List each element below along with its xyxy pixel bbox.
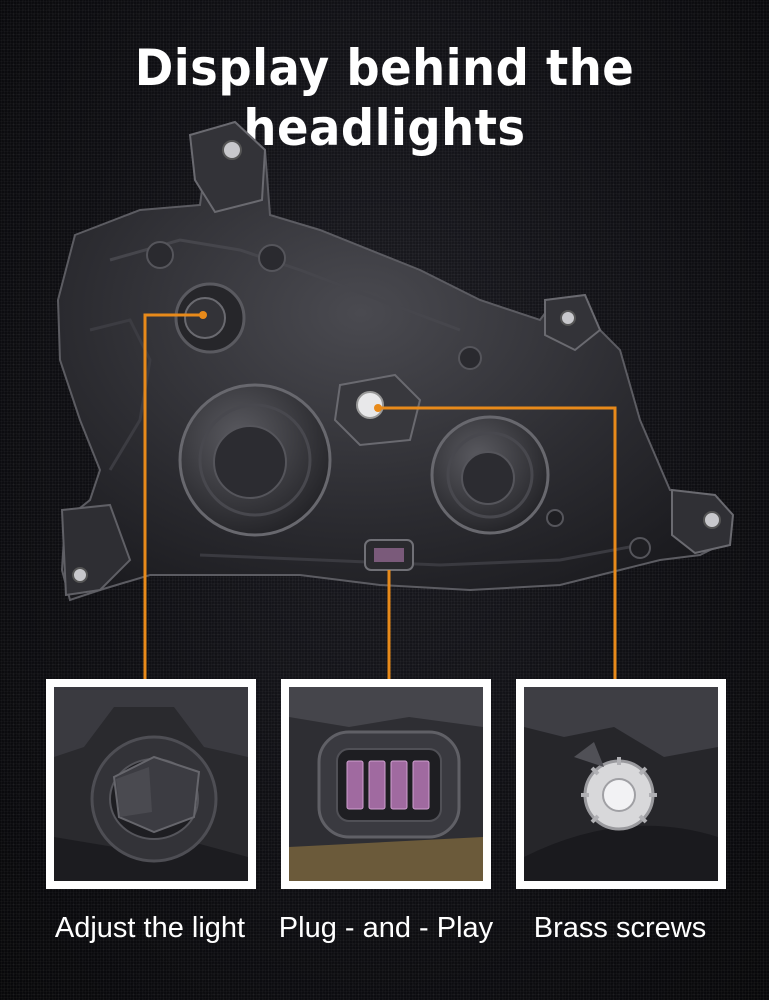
- callout-dot: [199, 311, 207, 319]
- bracket-hole: [222, 140, 242, 160]
- adjuster-knob-closeup: [54, 687, 248, 881]
- bracket-hole: [72, 567, 88, 583]
- bracket-hole: [703, 511, 721, 529]
- high-beam-cap-center: [461, 451, 515, 505]
- detail-panel-screw: [516, 679, 726, 889]
- connector-closeup: [289, 687, 483, 881]
- mount-boss: [629, 537, 651, 559]
- callout-line-screw: [378, 406, 617, 680]
- high-beam-cap-ring: [446, 431, 534, 519]
- detail-panel-plug: [281, 679, 491, 889]
- mount-bracket: [188, 120, 267, 214]
- detail-panel-adjust: [46, 679, 256, 889]
- bracket-hole: [560, 310, 576, 326]
- caption-brass-screws: Brass screws: [533, 912, 707, 944]
- mount-boss: [146, 241, 174, 269]
- housing-rib: [199, 543, 641, 567]
- mount-bracket: [671, 488, 735, 555]
- mount-boss: [546, 509, 564, 527]
- callout-lines: [143, 313, 617, 680]
- brass-screw-closeup: [524, 687, 718, 881]
- mount-boss: [258, 244, 286, 272]
- caption-adjust-light: Adjust the light: [54, 912, 246, 944]
- housing-rib: [89, 318, 152, 471]
- callout-dot: [374, 404, 382, 412]
- mount-boss: [458, 346, 482, 370]
- low-beam-cap-center: [213, 425, 287, 499]
- callout-line-adjust: [143, 313, 203, 680]
- page-title: Display behind the headlights: [134, 39, 635, 157]
- caption-plug-and-play: Plug - and - Play: [278, 912, 494, 944]
- headlight-housing: [56, 120, 732, 602]
- low-beam-cap-ring: [198, 403, 312, 517]
- connector-pins: [374, 548, 404, 562]
